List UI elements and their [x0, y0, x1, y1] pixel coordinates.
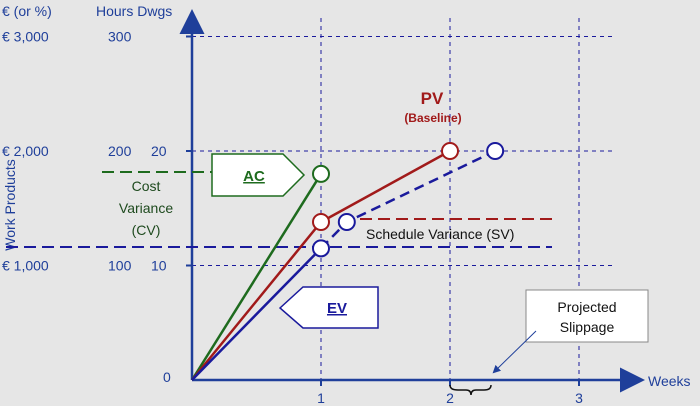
cost-variance-label-1: Cost: [132, 178, 161, 194]
ac-callout-box: [211, 153, 306, 197]
projected-slippage-label-1: Projected: [557, 299, 616, 315]
series-point-ev-2-1: [312, 239, 330, 258]
x-tick-labels: 1 2 3: [317, 380, 583, 406]
cost-variance-label-3: (CV): [132, 222, 161, 238]
series-line-ev-2: [191, 247, 322, 381]
ev-callout-label: EV: [327, 300, 347, 317]
y-axis-title: Work Products: [2, 159, 18, 251]
y-tick-hours-2: 100: [108, 258, 132, 274]
projected-slippage-box: [525, 289, 649, 343]
ac-callout-label: AC: [243, 168, 265, 185]
grid: [192, 18, 612, 380]
x-tick-label-2: 3: [575, 390, 583, 406]
ev-callout-box: [278, 286, 379, 329]
x-tick-label-1: 2: [446, 390, 454, 406]
baseline-label: (Baseline): [404, 111, 461, 125]
pv-label: PV: [421, 89, 444, 108]
y-tick-currency-2: € 1,000: [2, 258, 49, 274]
series-point-ac-0-1: [312, 164, 330, 183]
series-point-ev-3-2: [486, 142, 505, 160]
schedule-variance-label: Schedule Variance (SV): [366, 226, 514, 242]
y-header-currency: € (or %): [2, 3, 52, 19]
y-tick-currency-1: € 2,000: [2, 143, 49, 159]
slippage-brace: [449, 384, 492, 396]
series: [190, 142, 505, 381]
y-tick-dwgs-2: 10: [151, 258, 167, 274]
y-tick-hours-1: 200: [108, 143, 132, 159]
series-line-ac-0: [190, 173, 323, 381]
y-tick-hours-0: 300: [108, 29, 132, 45]
series-point-pv-1-2: [441, 142, 459, 160]
y-tick-labels: € 3,000 300 € 2,000 200 20 € 1,000 100 10: [2, 29, 192, 274]
y-header-hours: Hours Dwgs: [96, 3, 172, 19]
y-tick-dwgs-1: 20: [151, 143, 167, 159]
series-point-pv-1-1: [312, 212, 330, 231]
cost-variance-label-2: Variance: [119, 200, 173, 216]
slippage-pointer: [492, 330, 537, 374]
origin-label: 0: [163, 369, 171, 385]
x-axis-title: Weeks: [648, 373, 691, 389]
series-point-ev-3-1: [337, 212, 356, 231]
x-tick-label-0: 1: [317, 390, 325, 406]
projected-slippage-label-2: Slippage: [560, 319, 615, 335]
y-tick-currency-0: € 3,000: [2, 29, 49, 45]
